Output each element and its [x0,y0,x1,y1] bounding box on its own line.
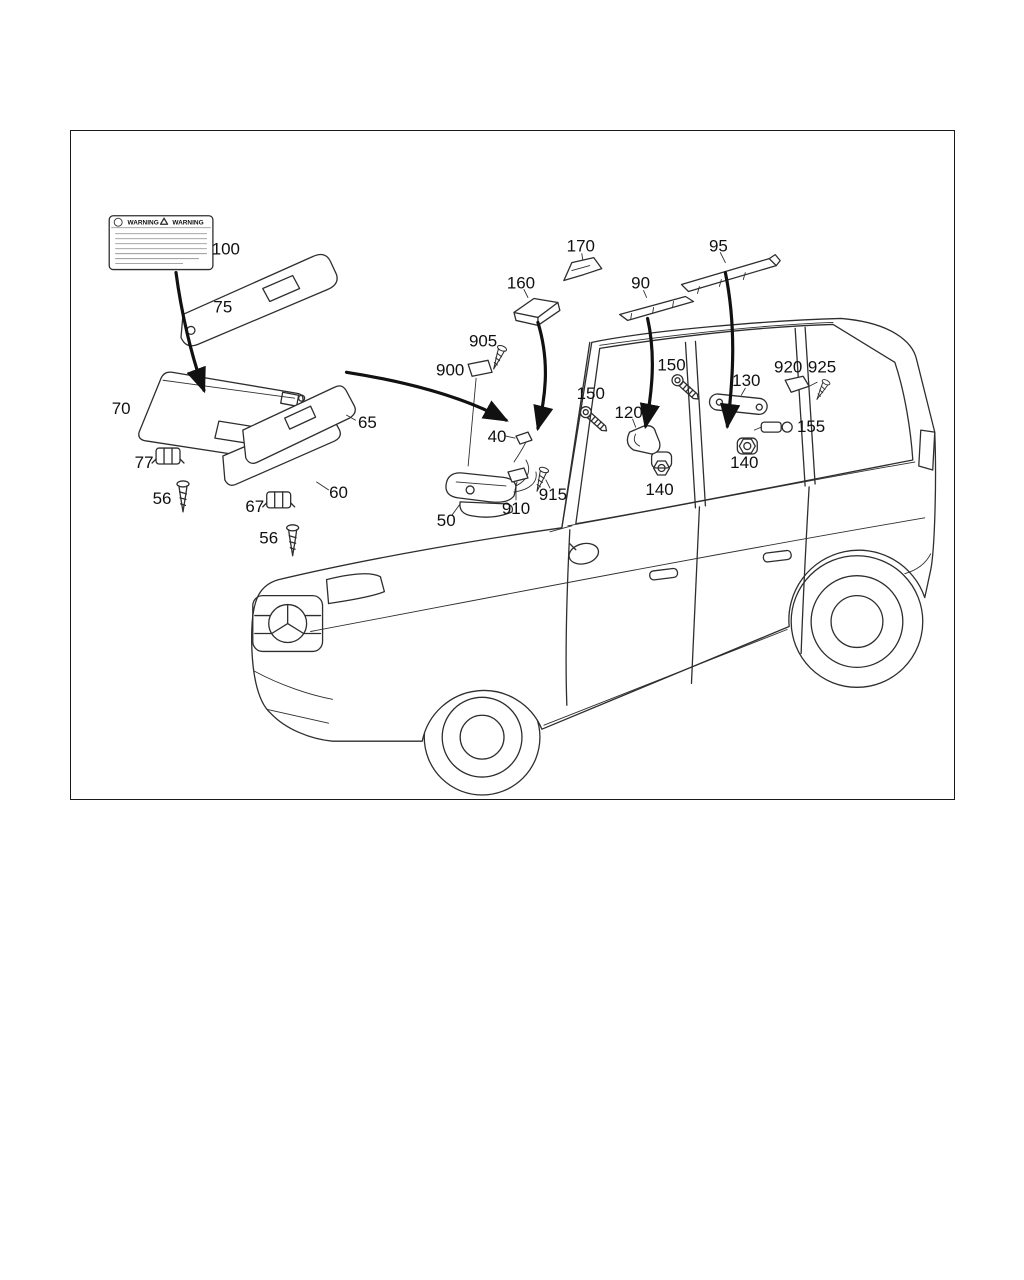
mercedes-star-icon [268,603,308,644]
assembly-arrow-cover [533,320,554,432]
lower-intake-line [266,708,329,724]
part-label-65: 65 [358,413,377,432]
assembly-arrow-visor [344,370,509,422]
part-label-67: 67 [245,497,264,516]
part-label-150b: 150 [657,355,685,374]
part-67-clip [262,491,296,509]
part-label-160: 160 [507,274,535,293]
part-label-60: 60 [329,483,348,502]
part-label-910: 910 [502,499,530,518]
part-56-screw-a [176,480,190,513]
warning-word-right: WARNING [172,220,203,227]
warning-word-left: WARNING [127,220,158,227]
assembly-arrow-rail [719,270,741,430]
front-grille [252,594,324,653]
part-label-170: 170 [567,237,595,256]
part-label-140b: 140 [730,453,758,472]
part-label-70: 70 [112,399,131,418]
a-pillar [561,341,591,529]
rear-door-handle [762,549,792,563]
part-77-clip [151,447,185,465]
part-50-overhead-console [445,459,537,518]
part-label-915: 915 [539,485,567,504]
part-56-screw-b [286,524,300,557]
front-door-handle [649,567,679,581]
part-label-900: 900 [436,360,464,379]
part-label-155: 155 [797,417,825,436]
b-pillar [684,340,707,509]
warning-triangle-icon [159,217,169,225]
rocker-line [543,629,788,726]
part-label-150a: 150 [577,384,605,403]
part-65-sun-visor [242,385,356,464]
part-label-75: 75 [213,297,232,316]
front-headrest [650,451,673,469]
part-95-roof-trim [680,253,781,294]
assembly-arrow-sticker [174,270,206,394]
tail-lamp [918,429,936,471]
headlight [325,573,386,605]
front-bumper-line [254,670,333,700]
front-door-rear-cut [690,506,701,684]
rear-bumper-line [904,553,932,575]
assembly-arrows [174,270,741,432]
parts-diagram: WARNING WARNING [108,215,937,796]
beltline [567,461,916,527]
part-label-50: 50 [437,511,456,530]
part-170-bracket [563,256,603,282]
front-wheel [423,678,541,796]
rear-wheel [790,555,924,688]
body-crease [310,517,926,632]
part-label-130: 130 [732,371,760,390]
part-label-56a: 56 [153,489,172,508]
leader-lines [316,252,746,516]
part-100-warning-label: WARNING WARNING [108,215,214,271]
front-door-cut [565,529,571,706]
part-label-56b: 56 [259,529,278,548]
part-label-905: 905 [469,331,497,350]
part-900-bracket [467,359,493,467]
cowl-line [549,525,573,533]
part-label-920: 920 [774,357,802,376]
part-40-connector [513,431,533,463]
rear-door-cut [800,486,810,655]
part-90-trim-strip [619,295,695,322]
part-label-140a: 140 [645,480,673,499]
c-pillar [794,326,816,487]
part-155-lamp [753,421,793,433]
part-label-120: 120 [615,403,643,422]
rear-headrest [736,437,758,455]
part-label-40: 40 [488,427,507,446]
part-label-95: 95 [709,237,728,256]
part-label-925: 925 [808,357,836,376]
part-label-100: 100 [212,240,240,259]
side-mirror [568,542,600,565]
assembly-arrow-strip [639,316,660,430]
part-920-sensor [784,375,818,393]
part-label-77: 77 [135,453,154,472]
warning-fine-print [115,233,207,265]
part-label-90: 90 [631,274,650,293]
part-75-sun-visor [180,253,338,347]
diagram-frame: WARNING WARNING [70,130,955,800]
part-number-labels: 100 75 70 65 77 56 67 60 56 40 50 900 90… [112,237,836,548]
roof-rail [599,321,834,346]
